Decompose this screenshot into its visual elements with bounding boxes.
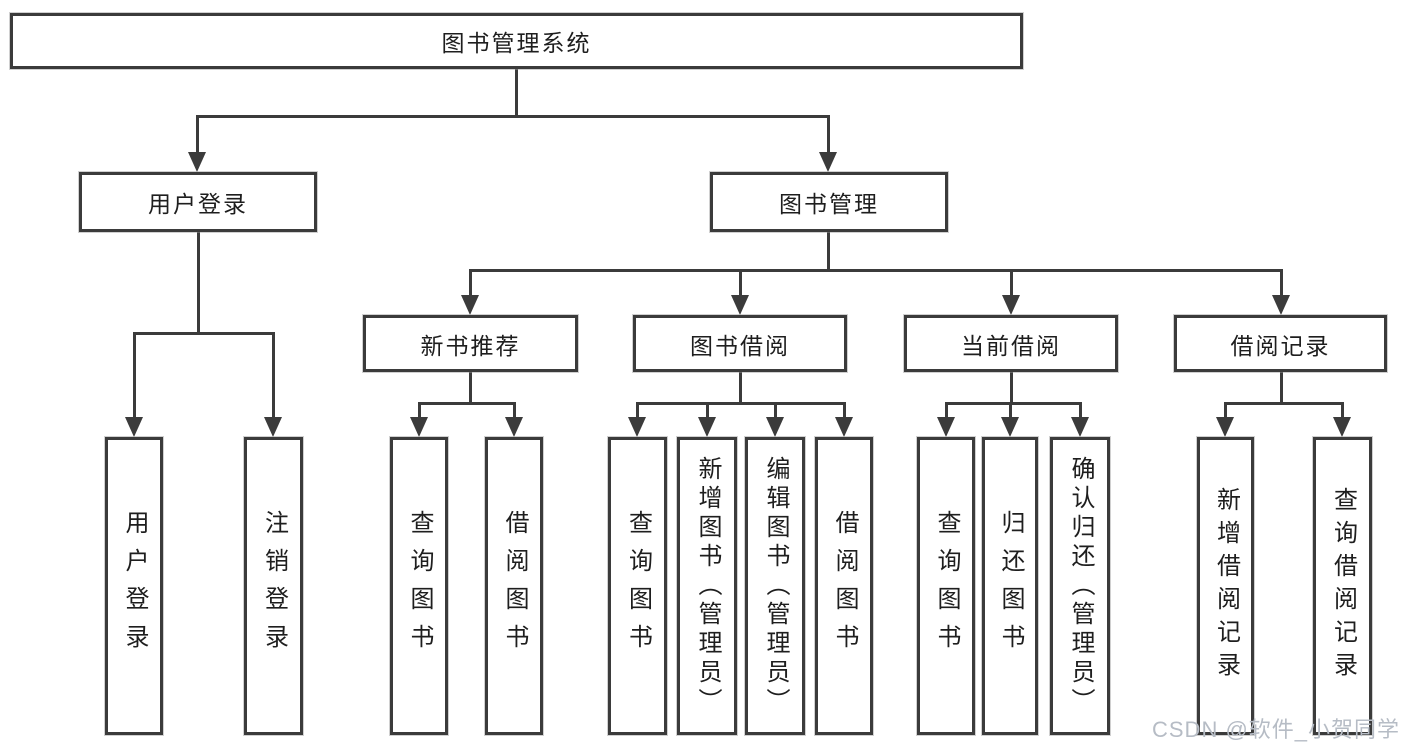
csdn-watermark: CSDN @软件_小贺同学 [1152,717,1401,742]
connector-line [133,332,136,419]
connector-line [469,269,472,297]
connector-line [133,332,275,335]
leaf-return-books: 归还图书 [982,437,1038,735]
leaf-label: 新增图书（管理员） [694,455,721,717]
connector-line [843,402,846,419]
arrow-down-icon [505,417,523,437]
node-new-book-recommend: 新书推荐 [363,315,578,372]
leaf-add-borrow-record: 新增借阅记录 [1197,437,1254,735]
connector-line [196,115,199,155]
node-borrow-records: 借阅记录 [1174,315,1387,372]
connector-line [1280,269,1283,297]
connector-line [418,402,421,419]
leaf-add-books-admin: 新增图书（管理员） [677,437,737,735]
connector-line [706,402,709,419]
node-current-borrow: 当前借阅 [904,315,1118,372]
leaf-label: 注销登录 [260,510,288,662]
connector-line [1010,269,1013,297]
leaf-borrow-books-recommend: 借阅图书 [485,437,543,735]
leaf-label: 用户登录 [121,510,148,662]
arrow-down-icon [766,417,784,437]
arrow-down-icon [1216,417,1234,437]
arrow-down-icon [264,417,282,437]
leaf-label: 确认归还（管理员） [1067,455,1094,717]
connector-line [1224,402,1344,405]
leaf-edit-books-admin: 编辑图书（管理员） [745,437,805,735]
node-label: 图书管理系统 [441,30,592,56]
arrow-down-icon [1272,295,1290,315]
node-label: 图书管理 [779,191,879,217]
connector-line [945,402,1082,405]
leaf-label: 新增借阅记录 [1212,487,1240,685]
node-label: 用户登录 [148,191,248,217]
connector-line [1280,372,1283,405]
connector-line [1009,402,1012,419]
connector-line [196,115,830,118]
leaf-label: 查询图书 [933,510,960,662]
arrow-down-icon [1333,417,1351,437]
arrow-down-icon [937,417,955,437]
arrow-down-icon [125,417,143,437]
arrow-down-icon [731,295,749,315]
connector-line [272,332,275,419]
connector-line [636,402,846,405]
node-label: 图书借阅 [690,332,790,359]
leaf-query-borrow-record: 查询借阅记录 [1313,437,1372,735]
connector-line [469,269,1283,272]
arrow-down-icon [1071,417,1089,437]
connector-line [774,402,777,419]
arrow-down-icon [410,417,428,437]
leaf-label: 借阅图书 [501,510,528,662]
node-label: 新书推荐 [420,332,521,359]
connector-line [418,402,516,405]
connector-line [1341,402,1344,419]
leaf-query-books-recommend: 查询图书 [390,437,448,735]
leaf-label: 借阅图书 [831,510,858,662]
node-root-library-system: 图书管理系统 [10,13,1023,69]
node-label: 借阅记录 [1230,332,1331,359]
node-book-borrow: 图书借阅 [633,315,847,372]
arrow-down-icon [1002,295,1020,315]
leaf-logout: 注销登录 [244,437,303,735]
arrow-down-icon [835,417,853,437]
connector-line [739,269,742,297]
arrow-down-icon [461,295,479,315]
leaf-label: 查询借阅记录 [1329,487,1357,685]
leaf-label: 查询图书 [406,510,433,662]
leaf-query-books-borrow: 查询图书 [608,437,667,735]
node-user-login: 用户登录 [79,172,317,232]
connector-line [945,402,948,419]
connector-line [1010,372,1013,405]
leaf-label: 查询图书 [624,510,652,662]
connector-line [469,372,472,405]
leaf-borrow-books: 借阅图书 [815,437,873,735]
arrow-down-icon [628,417,646,437]
connector-line [827,232,830,272]
leaf-label: 归还图书 [997,510,1024,662]
connector-line [1079,402,1082,419]
leaf-query-books-current: 查询图书 [917,437,975,735]
connector-line [739,372,742,405]
leaf-user-login: 用户登录 [105,437,163,735]
connector-line [636,402,639,419]
node-book-management: 图书管理 [710,172,948,232]
arrow-down-icon [698,417,716,437]
connector-line [513,402,516,419]
connector-line [515,69,518,118]
leaf-label: 编辑图书（管理员） [762,455,789,717]
arrow-down-icon [819,152,837,172]
node-label: 当前借阅 [961,332,1061,359]
leaf-confirm-return-admin: 确认归还（管理员） [1050,437,1110,735]
arrow-down-icon [188,152,206,172]
arrow-down-icon [1001,417,1019,437]
connector-line [197,232,200,335]
connector-line [827,115,830,155]
connector-line [1224,402,1227,419]
